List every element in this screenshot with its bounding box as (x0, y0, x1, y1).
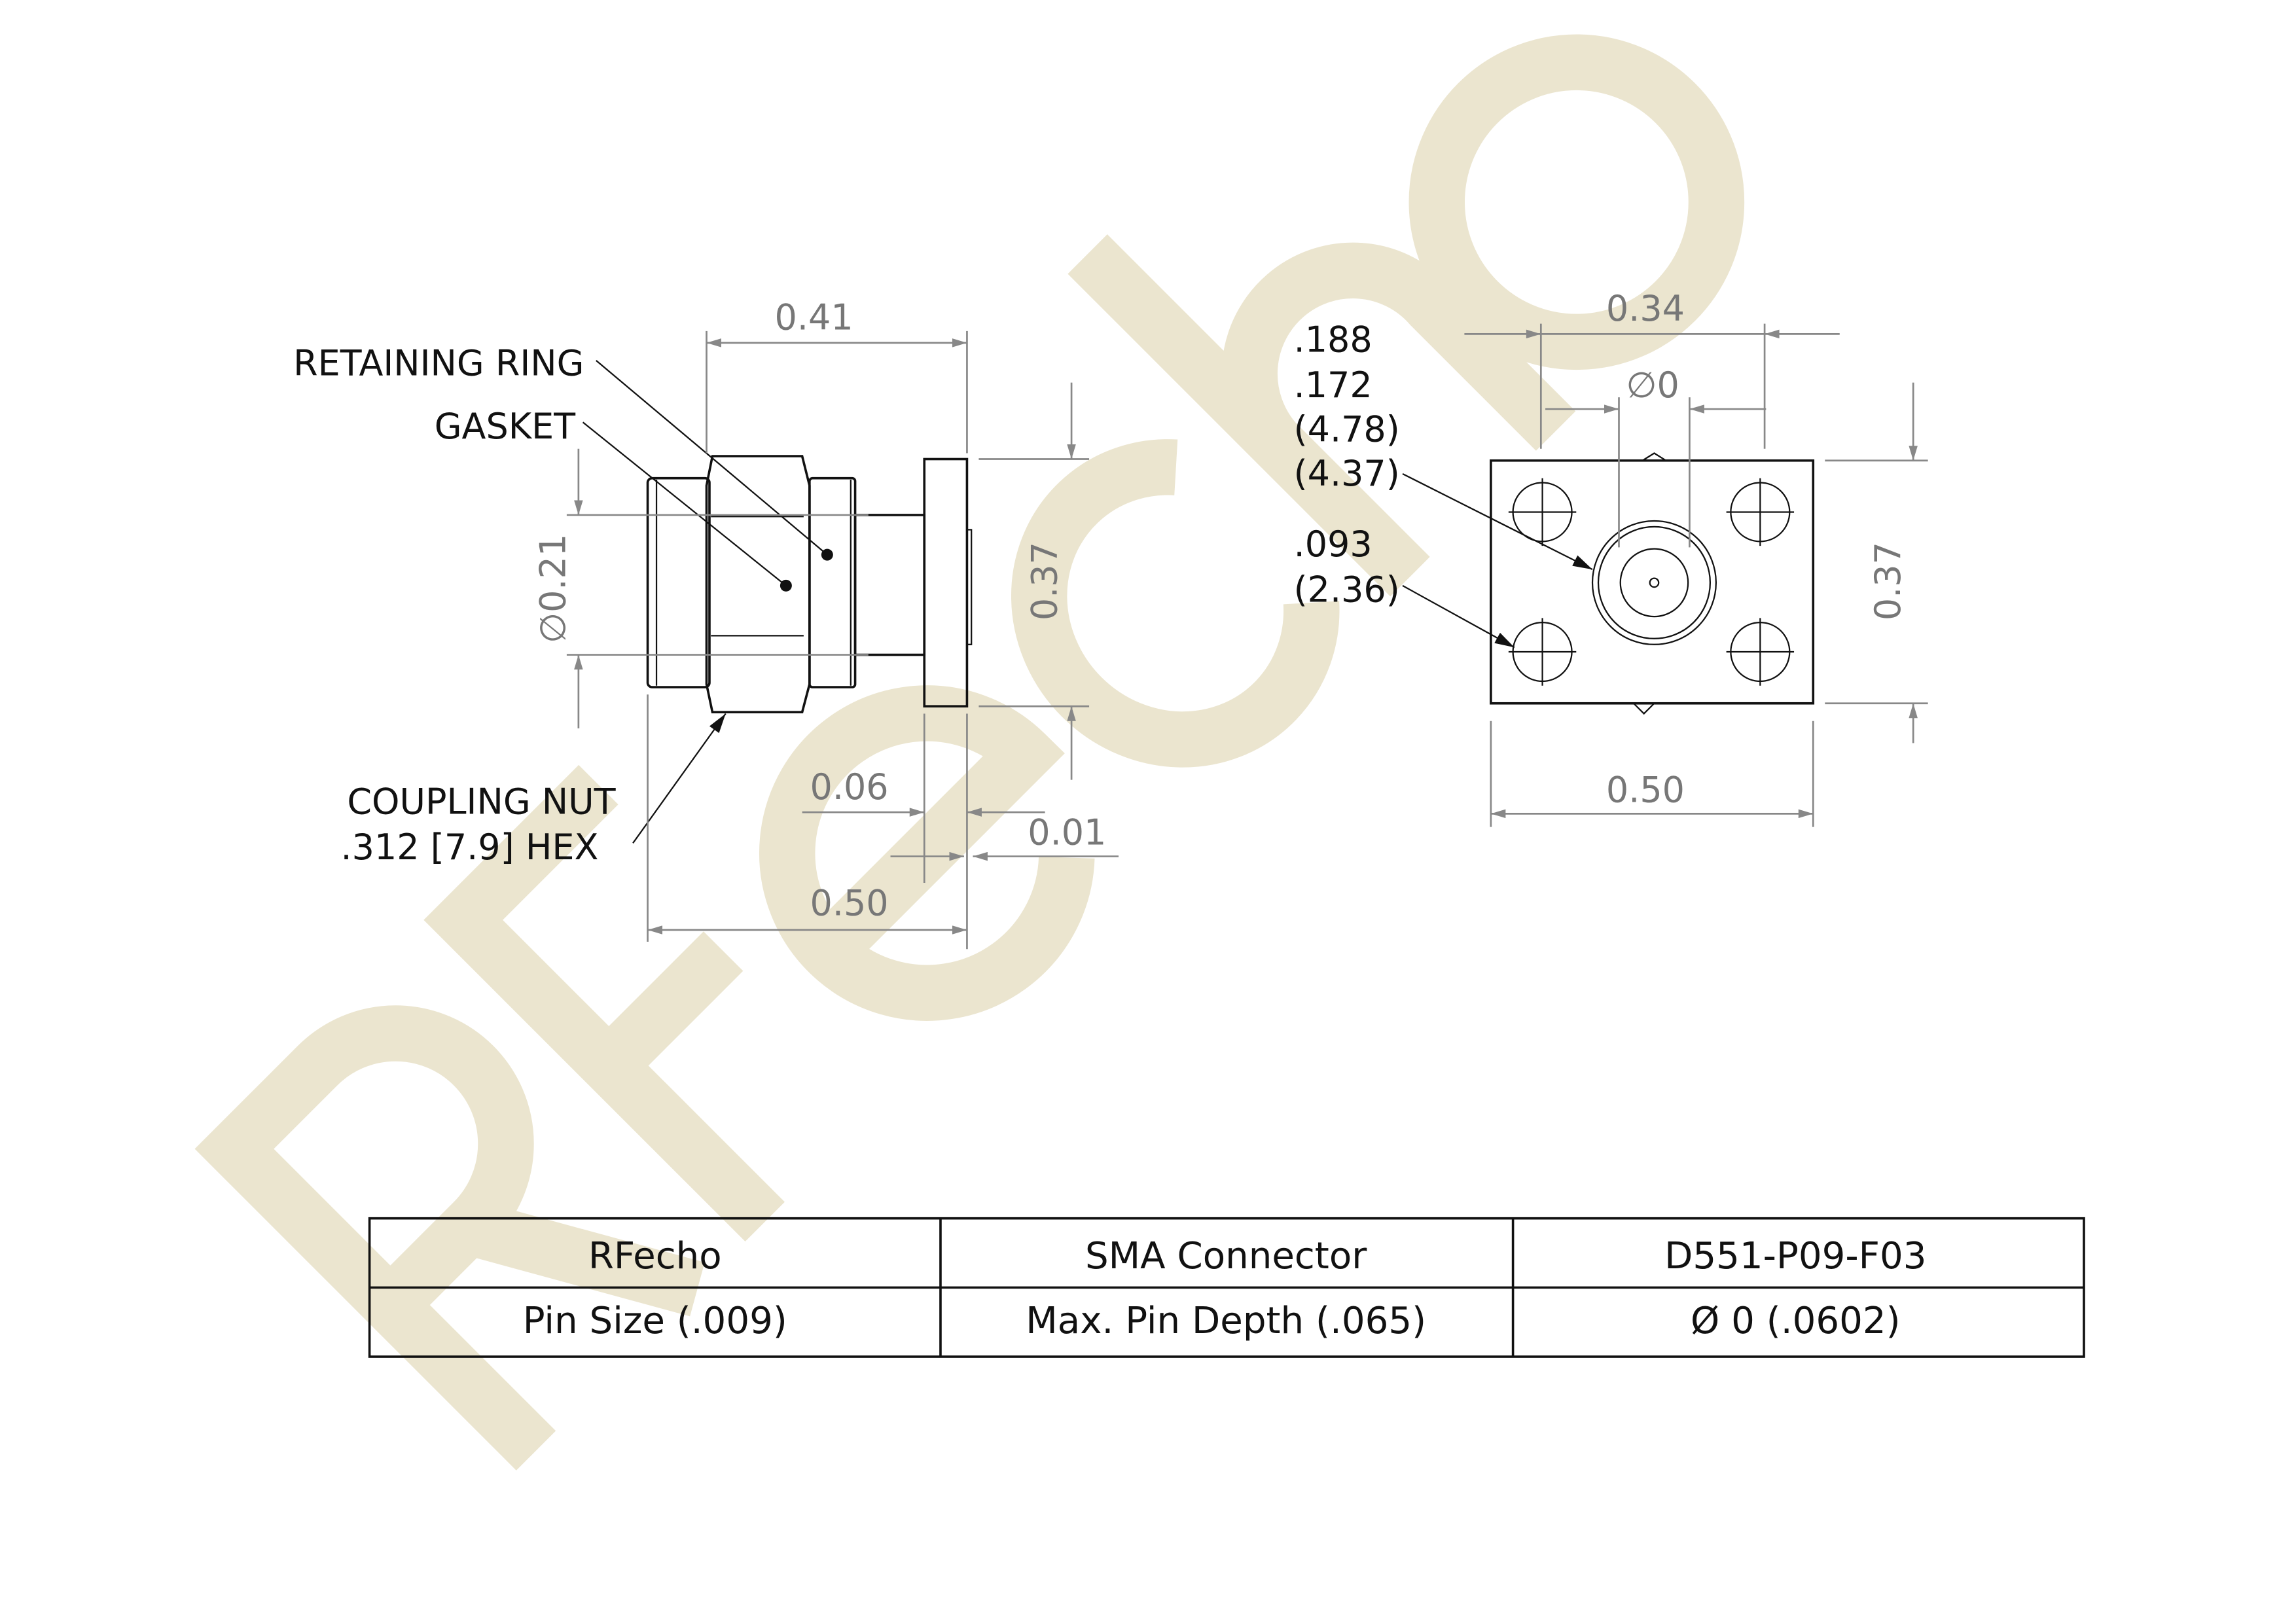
mounting-hole (1508, 478, 1577, 546)
table-cell-brand: RFecho (588, 1235, 722, 1277)
coupling-nut-hex (705, 455, 811, 714)
table-cell-diameter: Ø 0 (.0602) (1691, 1300, 1900, 1342)
table-cell-product: SMA Connector (1085, 1235, 1367, 1277)
label-gasket: GASKET (435, 406, 576, 447)
dim-lip: 0.01 (1028, 812, 1106, 853)
callout-text: (4.78) (1294, 409, 1400, 450)
dim-height: 0.37 (1024, 542, 1066, 620)
mounting-holes (1508, 478, 1795, 686)
label-coupling-nut-hex: .312 [7.9] HEX (341, 827, 599, 868)
label-coupling-nut: COUPLING NUT (347, 781, 616, 822)
dim-flange: 0.06 (810, 766, 889, 808)
center-pin (1649, 577, 1660, 588)
dim-plate-width: 0.50 (1606, 769, 1685, 810)
dim-socket-diameter: ∅0 (1626, 365, 1679, 406)
front-view: 0.34 ∅0 0.37 0.50 .188 .172 (4.78) (4.37… (1294, 288, 1928, 827)
label-retaining-ring: RETAINING RING (293, 342, 584, 383)
title-block-table: RFecho SMA Connector D551-P09-F03 Pin Si… (368, 1217, 2085, 1358)
mounting-hole (1726, 478, 1795, 546)
shaft (853, 514, 926, 656)
mounting-hole (1508, 618, 1577, 686)
mounting-hole (1726, 618, 1795, 686)
table-cell-pin-depth: Max. Pin Depth (.065) (1026, 1300, 1426, 1342)
callout-text: (2.36) (1294, 569, 1400, 611)
flange-plate (1490, 459, 1815, 705)
front-body (808, 476, 857, 688)
table-cell-part-number: D551-P09-F03 (1664, 1235, 1926, 1277)
flange-lip (966, 529, 973, 645)
flange (923, 457, 969, 708)
dim-diameter: ∅0.21 (533, 534, 574, 643)
dim-length-top: 0.41 (775, 297, 853, 338)
dim-plate-height: 0.37 (1867, 542, 1909, 620)
dim-hole-spacing: 0.34 (1606, 288, 1685, 329)
dim-overall-length: 0.50 (810, 883, 889, 924)
sma-socket (1591, 520, 1717, 645)
side-view: RETAINING RING GASKET COUPLING NUT .312 … (293, 297, 1119, 950)
callout-text: .093 (1294, 524, 1372, 565)
table-cell-pin-size: Pin Size (.009) (523, 1300, 787, 1342)
watermark-logo (194, 34, 1745, 1471)
callout-text: .188 (1294, 319, 1372, 360)
rear-body (646, 476, 711, 688)
callout-text: .172 (1294, 365, 1372, 406)
callout-text: (4.37) (1294, 453, 1400, 494)
